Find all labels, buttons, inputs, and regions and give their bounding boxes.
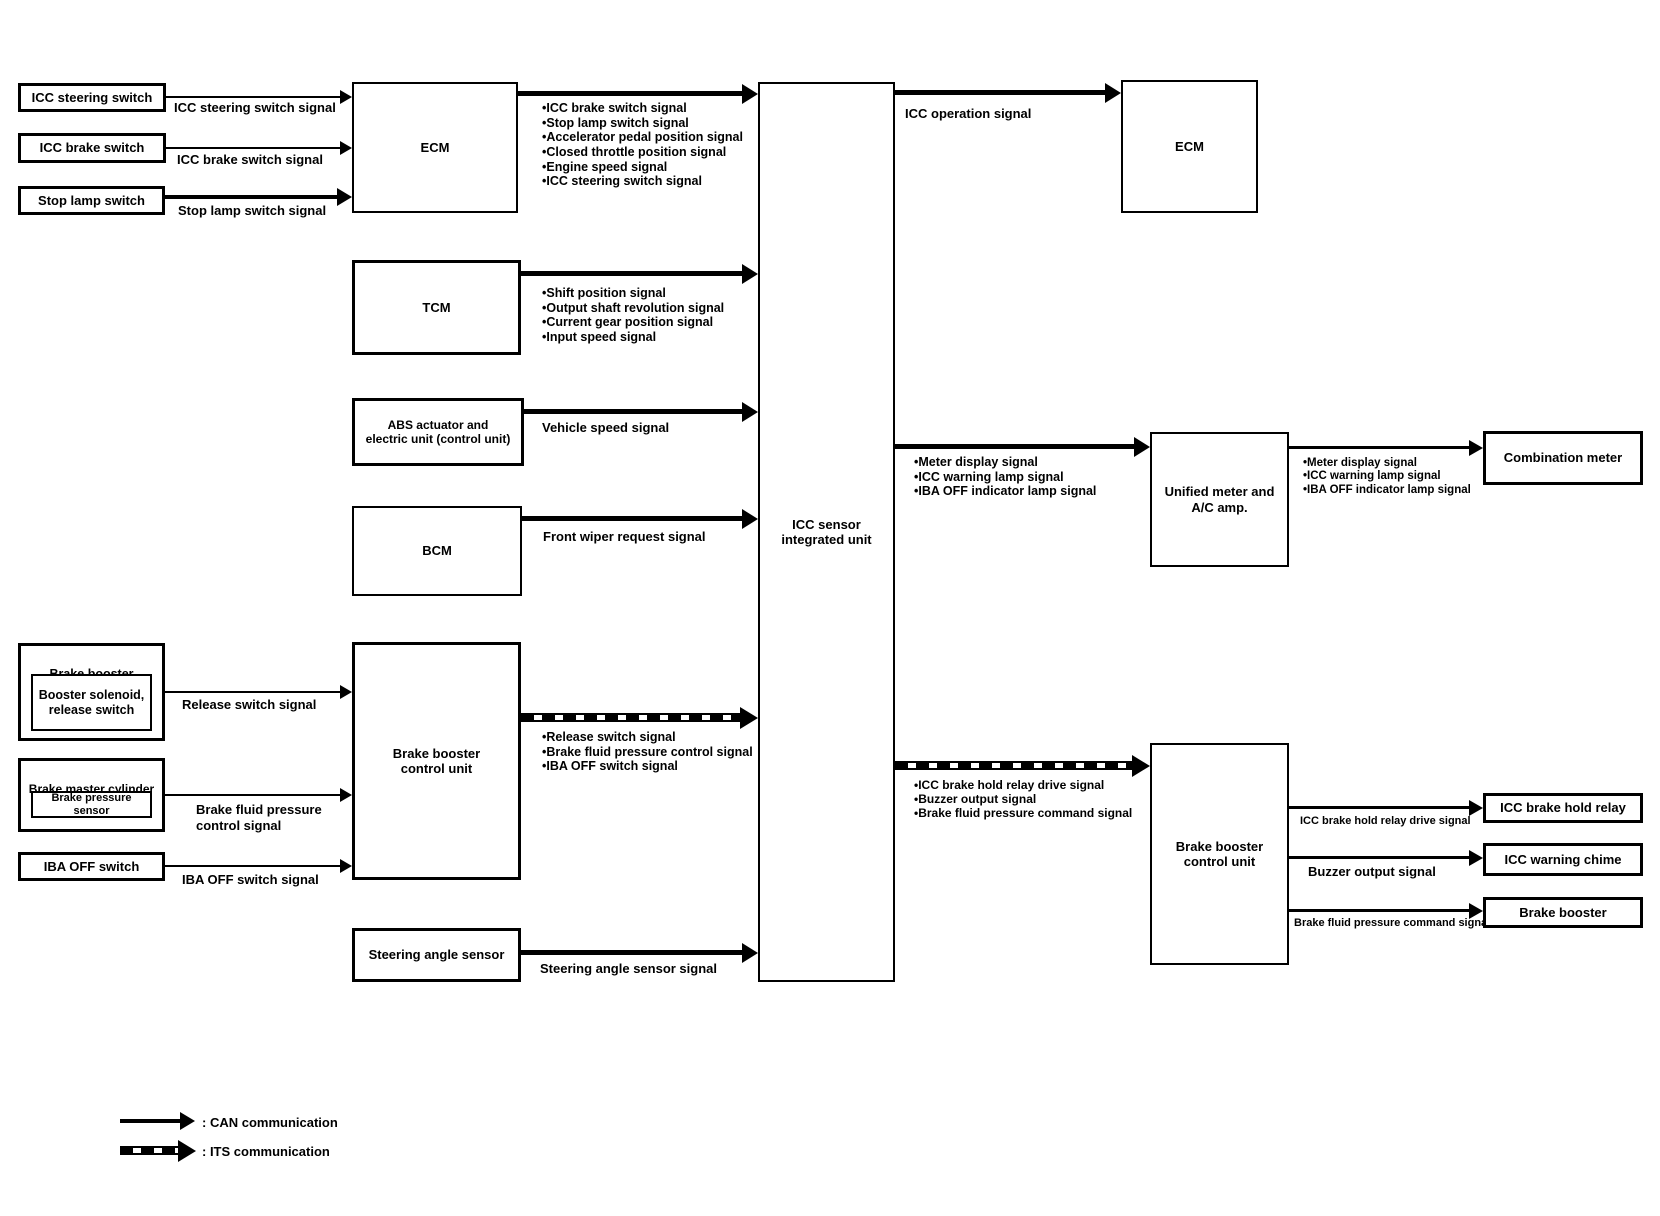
arrow-icc-steering-to-ecm xyxy=(166,96,340,98)
node-brake-booster-control-unit-left: Brake booster control unit xyxy=(352,642,521,880)
node-icc-warning-chime: ICC warning chime xyxy=(1483,843,1643,876)
node-label: Booster solenoid, release switch xyxy=(38,688,145,717)
legend-can-label: : CAN communication xyxy=(202,1115,338,1130)
signal-front-wiper-request: Front wiper request signal xyxy=(543,529,706,544)
arrow-stop-lamp-to-ecm xyxy=(165,195,337,199)
node-ecm-left: ECM xyxy=(352,82,518,213)
node-tcm: TCM xyxy=(352,260,521,355)
node-label: Stop lamp switch xyxy=(38,192,145,208)
node-label: Brake booster xyxy=(1519,904,1607,920)
node-bcm: BCM xyxy=(352,506,522,596)
arrow-bbcu-to-warning-chime xyxy=(1289,856,1469,859)
legend-can-arrow xyxy=(120,1119,180,1123)
node-label: Brake booster control unit xyxy=(1175,838,1264,869)
node-icc-steering-switch: ICC steering switch xyxy=(18,83,166,112)
node-booster-solenoid: Booster solenoid, release switch xyxy=(31,674,152,731)
signal-stop-lamp-switch: Stop lamp switch signal xyxy=(178,203,327,218)
signal-release-switch: Release switch signal xyxy=(182,697,317,712)
node-abs-actuator: ABS actuator and electric unit (control … xyxy=(352,398,524,466)
node-label: ICC brake switch xyxy=(39,140,145,156)
arrow-icc-sensor-to-bbcu-its xyxy=(895,761,1132,770)
node-icc-brake-switch: ICC brake switch xyxy=(18,133,166,163)
legend-its-label: : ITS communication xyxy=(202,1144,330,1159)
signal-list-ecm-to-icc: •ICC brake switch signal •Stop lamp swit… xyxy=(542,101,743,189)
node-label: Brake pressure sensor xyxy=(51,791,132,817)
signal-list-unified-to-combination: •Meter display signal •ICC warning lamp … xyxy=(1303,457,1471,496)
node-label: IBA OFF switch xyxy=(43,858,140,874)
node-label: ECM xyxy=(420,139,450,155)
node-label: Steering angle sensor xyxy=(368,947,505,963)
signal-steering-angle-sensor: Steering angle sensor signal xyxy=(540,961,717,976)
node-label: ABS actuator and electric unit (control … xyxy=(365,417,511,446)
node-brake-master-cylinder: Brake master cylinder Brake pressure sen… xyxy=(18,758,165,832)
node-label: Unified meter and A/C amp. xyxy=(1164,484,1275,515)
signal-iba-off-switch: IBA OFF switch signal xyxy=(182,872,319,887)
node-label: ICC warning chime xyxy=(1504,851,1622,867)
node-label: ECM xyxy=(1175,138,1204,154)
arrow-brake-fluid-pressure-control xyxy=(165,794,340,796)
signal-brake-fluid-pressure-command: Brake fluid pressure command signal xyxy=(1294,917,1491,929)
signal-buzzer-output: Buzzer output signal xyxy=(1308,864,1436,879)
signal-vehicle-speed: Vehicle speed signal xyxy=(542,420,670,435)
arrow-unified-meter-to-combination-meter xyxy=(1289,446,1469,449)
arrow-icc-sensor-to-ecm xyxy=(895,90,1105,95)
arrow-steering-angle-to-icc-sensor xyxy=(521,950,742,955)
signal-list-tcm-to-icc: •Shift position signal •Output shaft rev… xyxy=(542,286,725,344)
node-label: TCM xyxy=(422,299,451,315)
node-combination-meter: Combination meter xyxy=(1483,431,1643,485)
arrow-icc-sensor-to-unified-meter xyxy=(895,444,1134,449)
node-brake-booster-right: Brake booster xyxy=(1483,897,1643,928)
node-brake-booster-left: Brake booster Booster solenoid, release … xyxy=(18,643,165,741)
node-label: Combination meter xyxy=(1503,450,1623,466)
signal-list-bbcu-to-icc: •Release switch signal •Brake fluid pres… xyxy=(542,730,753,774)
arrow-bbcu-to-icc-sensor-its xyxy=(521,713,740,722)
legend-its-arrow xyxy=(120,1146,178,1155)
signal-icc-brake-hold-relay-drive: ICC brake hold relay drive signal xyxy=(1300,815,1471,827)
node-label: Brake booster control unit xyxy=(392,745,481,776)
arrow-ecm-to-icc-sensor xyxy=(518,91,742,96)
node-label: BCM xyxy=(422,543,452,559)
node-label: ICC brake hold relay xyxy=(1500,800,1626,816)
arrow-release-switch xyxy=(165,691,340,693)
arrow-abs-to-icc-sensor xyxy=(524,409,742,414)
signal-icc-operation: ICC operation signal xyxy=(905,106,1032,121)
arrow-bcm-to-icc-sensor xyxy=(522,516,742,521)
node-brake-booster-control-unit-right: Brake booster control unit xyxy=(1150,743,1289,965)
signal-brake-fluid-pressure-control: Brake fluid pressure control signal xyxy=(196,802,322,833)
signal-icc-steering-switch: ICC steering switch signal xyxy=(174,100,336,115)
node-label: ICC steering switch xyxy=(31,89,153,105)
node-unified-meter-ac-amp: Unified meter and A/C amp. xyxy=(1150,432,1289,567)
node-iba-off-switch: IBA OFF switch xyxy=(18,852,165,881)
signal-icc-brake-switch: ICC brake switch signal xyxy=(177,152,323,167)
signal-list-icc-to-bbcu: •ICC brake hold relay drive signal •Buzz… xyxy=(914,778,1133,821)
arrow-iba-off-switch xyxy=(165,865,340,867)
node-label: ICC sensor integrated unit xyxy=(781,516,872,547)
arrow-tcm-to-icc-sensor xyxy=(521,271,742,276)
node-ecm-right: ECM xyxy=(1121,80,1258,213)
node-icc-brake-hold-relay: ICC brake hold relay xyxy=(1483,793,1643,823)
node-steering-angle-sensor: Steering angle sensor xyxy=(352,928,521,982)
node-stop-lamp-switch: Stop lamp switch xyxy=(18,186,165,215)
node-icc-sensor-integrated-unit: ICC sensor integrated unit xyxy=(758,82,895,982)
arrow-icc-brake-to-ecm xyxy=(166,147,340,149)
node-brake-pressure-sensor: Brake pressure sensor xyxy=(31,791,152,818)
arrow-bbcu-to-brake-hold-relay xyxy=(1289,806,1469,809)
signal-list-icc-to-unified-meter: •Meter display signal •ICC warning lamp … xyxy=(914,455,1097,499)
arrow-bbcu-to-brake-booster xyxy=(1289,909,1469,912)
